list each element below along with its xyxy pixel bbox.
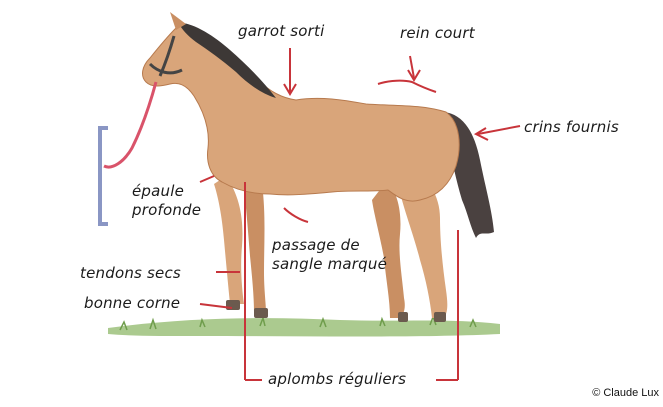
- horse-body: [143, 25, 460, 201]
- epaule-arrow: [200, 176, 214, 182]
- label-epaule: épaule profonde: [132, 182, 201, 220]
- label-sangle: passage de sangle marqué: [272, 236, 387, 274]
- label-sangle-line2: sangle marqué: [272, 255, 387, 274]
- label-sangle-line1: passage de: [272, 236, 387, 255]
- lead-rope: [104, 82, 156, 167]
- label-aplombs: aplombs réguliers: [268, 370, 406, 388]
- label-crins: crins fournis: [524, 118, 619, 136]
- rein-arrow: [378, 81, 436, 92]
- credit: © Claude Lux: [592, 387, 659, 399]
- label-epaule-line2: profonde: [132, 201, 201, 220]
- label-tendons: tendons secs: [80, 264, 181, 282]
- sangle-arrow: [284, 208, 308, 222]
- label-corne: bonne corne: [84, 294, 180, 312]
- shoulder-depth-bracket: [100, 128, 108, 224]
- label-epaule-line1: épaule: [132, 182, 201, 201]
- label-rein: rein court: [400, 24, 475, 42]
- label-garrot: garrot sorti: [238, 22, 324, 40]
- front-legs: [214, 176, 268, 318]
